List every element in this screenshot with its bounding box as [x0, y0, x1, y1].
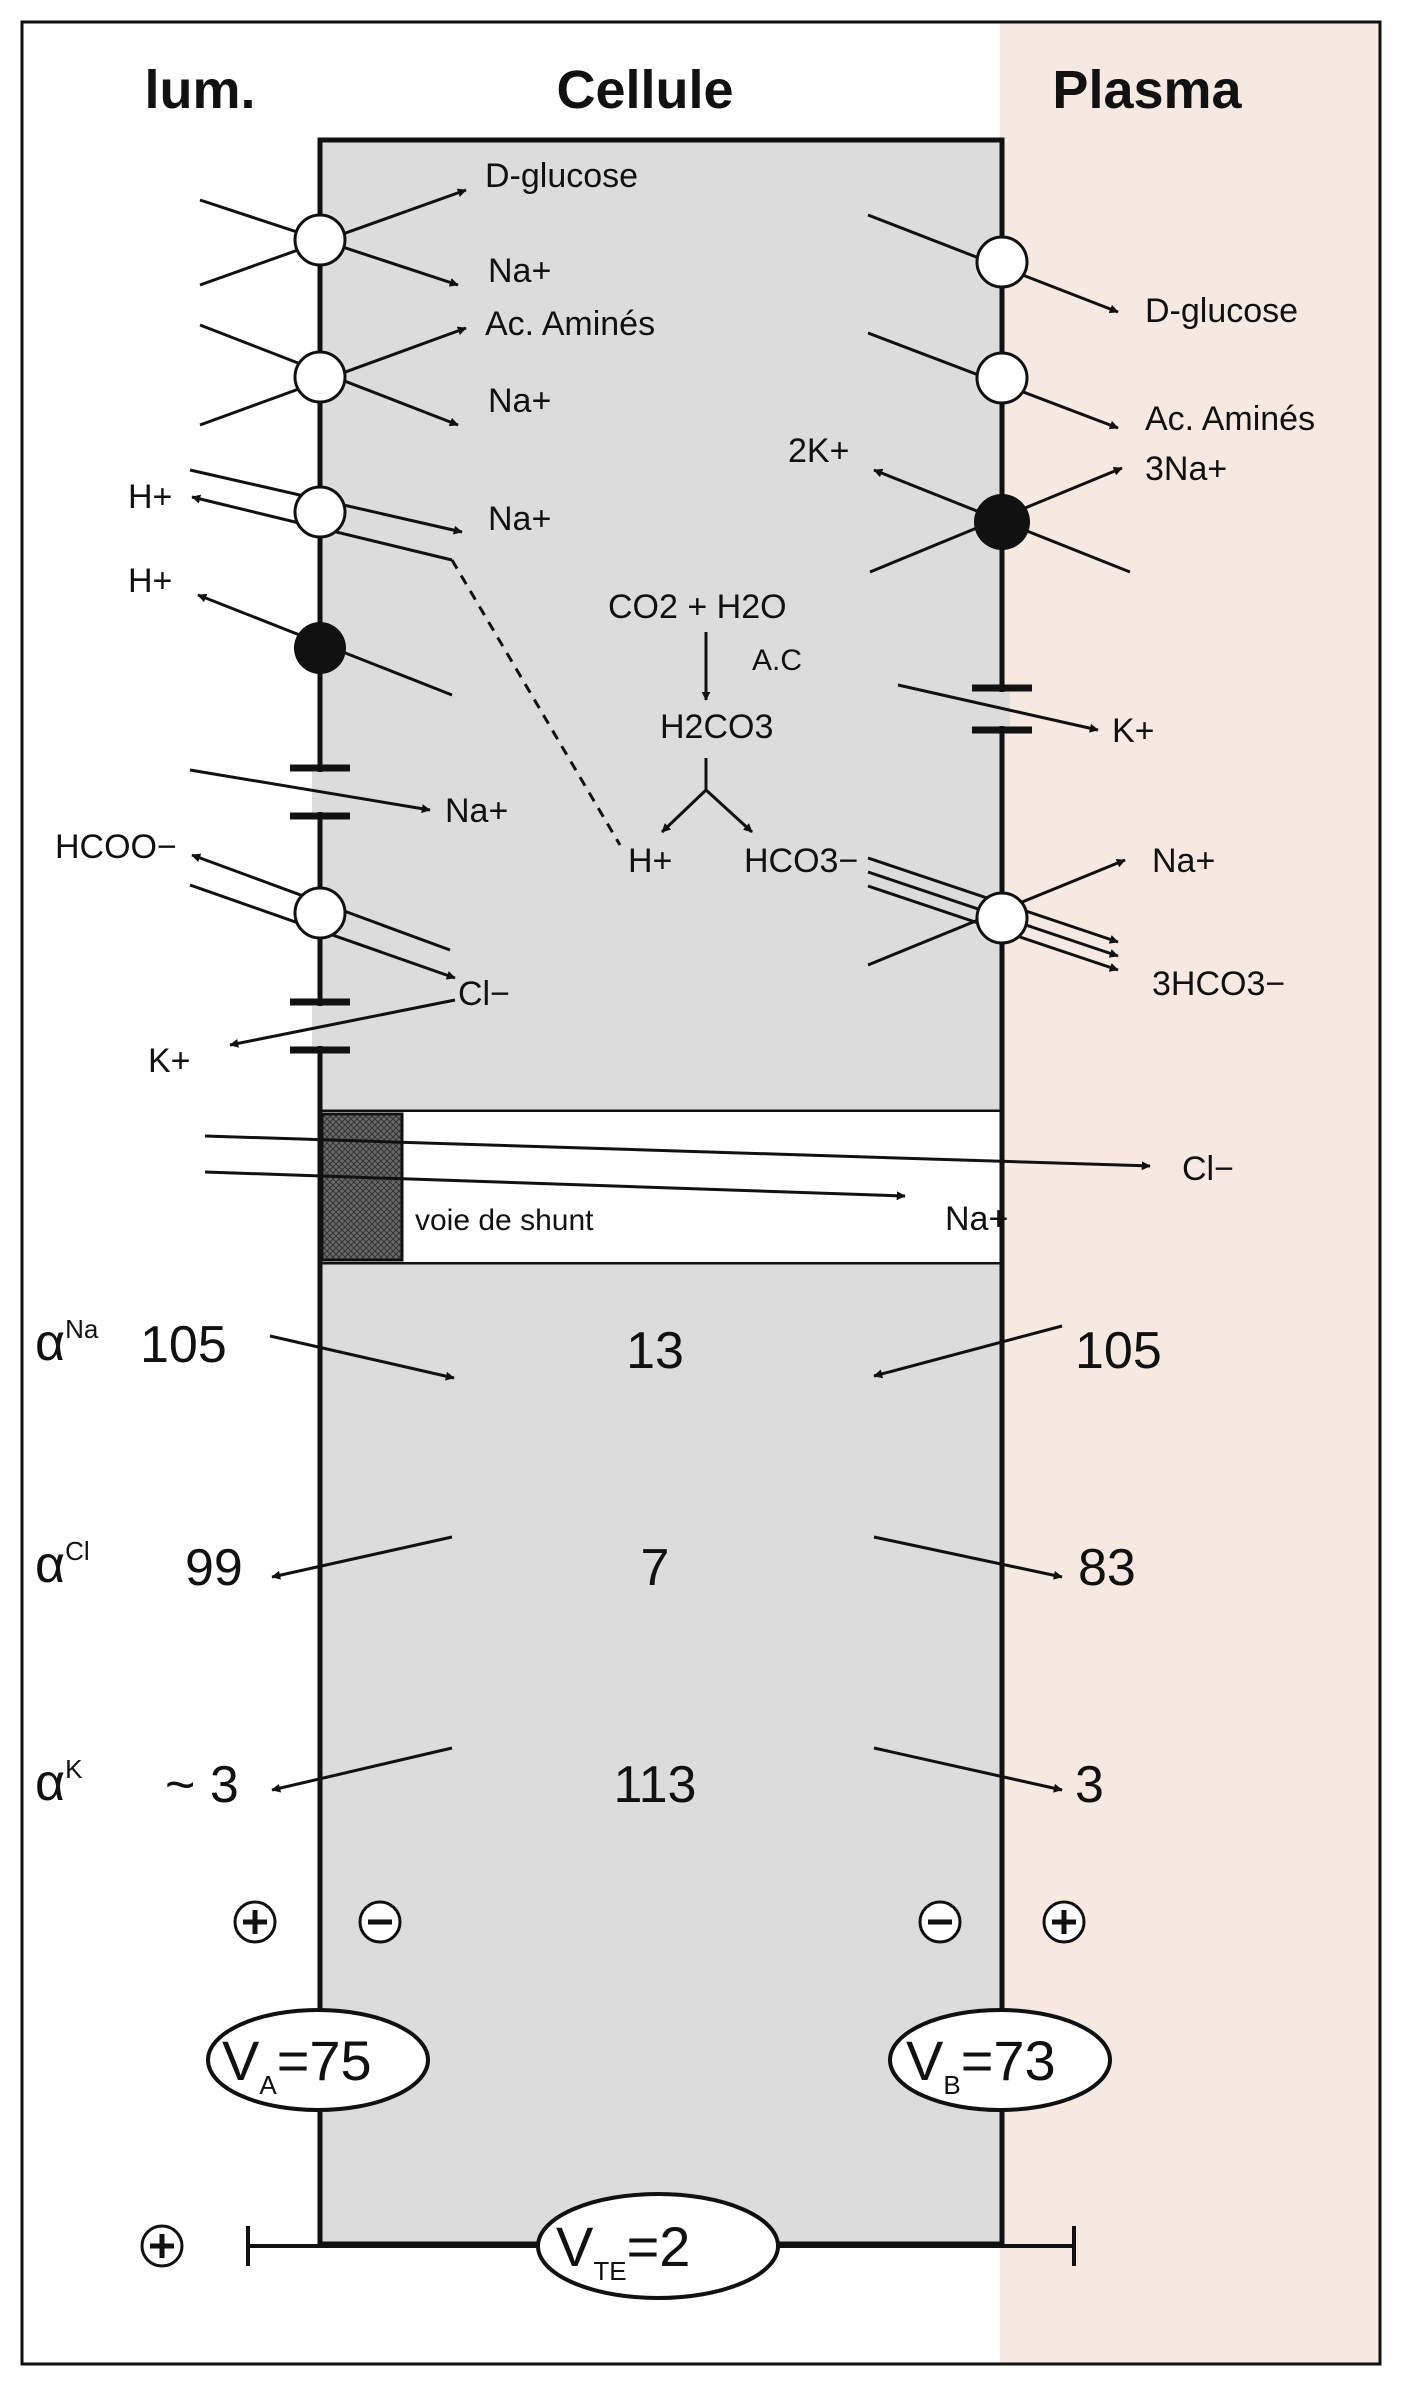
label-apical-na-channel: Na+ — [445, 792, 508, 830]
header-cell: Cellule — [556, 60, 733, 120]
label-apical-glucose: D-glucose — [485, 157, 638, 195]
reaction-product-h: H+ — [628, 842, 672, 880]
header-lumen: lum. — [144, 60, 255, 120]
na-glucose-cotransporter — [293, 213, 347, 267]
label-baso-2k: 2K+ — [788, 432, 849, 470]
header-plasma: Plasma — [1052, 60, 1242, 120]
na-bicarbonate-cotransporter — [975, 891, 1029, 945]
potential-vb: VB=73 — [888, 2008, 1112, 2112]
label-apical-h-exchanged: H+ — [128, 478, 172, 516]
amino-acid-transporter — [975, 351, 1029, 405]
tight-junction — [320, 1112, 404, 1262]
activity-na-cell: 13 — [626, 1322, 684, 1380]
label-apical-k: K+ — [148, 1042, 191, 1080]
plus-sign-plasma — [1042, 1900, 1086, 1944]
potential-va: VA=75 — [206, 2008, 430, 2112]
cell-upper — [317, 137, 1005, 1115]
label-baso-na-cotr: Na+ — [1152, 842, 1215, 880]
label-baso-amino: Ac. Aminés — [1145, 400, 1315, 438]
label-shunt: voie de shunt — [415, 1204, 594, 1237]
na-k-atpase — [974, 494, 1030, 550]
activity-k-lumen: ~ 3 — [165, 1756, 239, 1814]
plus-sign-lumen — [233, 1900, 277, 1944]
svg-text:VB=73: VB=73 — [906, 2029, 1056, 2100]
reaction-enzyme: A.C — [752, 644, 802, 677]
label-apical-h-pump: H+ — [128, 562, 172, 600]
reaction-reactants: CO2 + H2O — [608, 588, 787, 626]
label-apical-na-exchanged: Na+ — [488, 500, 551, 538]
minus-sign-basolateral — [918, 1900, 962, 1944]
activity-na-plasma: 105 — [1075, 1322, 1162, 1380]
label-baso-3hco3: 3HCO3− — [1152, 965, 1285, 1003]
label-baso-k: K+ — [1112, 712, 1155, 750]
label-apical-formate: HCOO− — [55, 828, 177, 866]
h-coupling-dashed-line — [450, 559, 622, 846]
label-apical-amino: Ac. Aminés — [485, 305, 655, 343]
na-h-exchanger — [293, 485, 347, 539]
activity-cl-plasma: 83 — [1078, 1539, 1136, 1597]
reaction-intermediate: H2CO3 — [660, 708, 773, 746]
activity-k-plasma: 3 — [1075, 1756, 1104, 1814]
svg-text:VA=75: VA=75 — [222, 2029, 372, 2100]
formate-chloride-exchanger — [293, 886, 347, 940]
label-shunt-cl: Cl− — [1182, 1150, 1234, 1188]
na-amino-acid-cotransporter — [293, 350, 347, 404]
figure-frame — [20, 20, 1382, 2366]
label-apical-na2: Na+ — [488, 382, 551, 420]
reaction-product-hco3: HCO3− — [744, 842, 858, 880]
h-atpase-pump — [294, 622, 346, 674]
activity-na-lumen: 105 — [140, 1316, 227, 1374]
activity-k-cell: 113 — [614, 1756, 697, 1814]
label-apical-na1: Na+ — [488, 252, 551, 290]
activity-cl-lumen: 99 — [185, 1539, 243, 1597]
label-baso-3na: 3Na+ — [1145, 450, 1227, 488]
glucose-uniporter — [975, 235, 1029, 289]
label-baso-glucose: D-glucose — [1145, 292, 1298, 330]
potential-vte: VTE=2 — [536, 2192, 780, 2300]
minus-sign-apical — [358, 1900, 402, 1944]
plus-sign-transepithelial — [140, 2224, 184, 2268]
activity-cl-cell: 7 — [641, 1539, 670, 1597]
label-shunt-na: Na+ — [945, 1200, 1008, 1238]
label-apical-cl: Cl− — [458, 975, 510, 1013]
activity-cl-symbol: αCl — [35, 1536, 90, 1594]
plasma-region — [1000, 22, 1380, 2364]
